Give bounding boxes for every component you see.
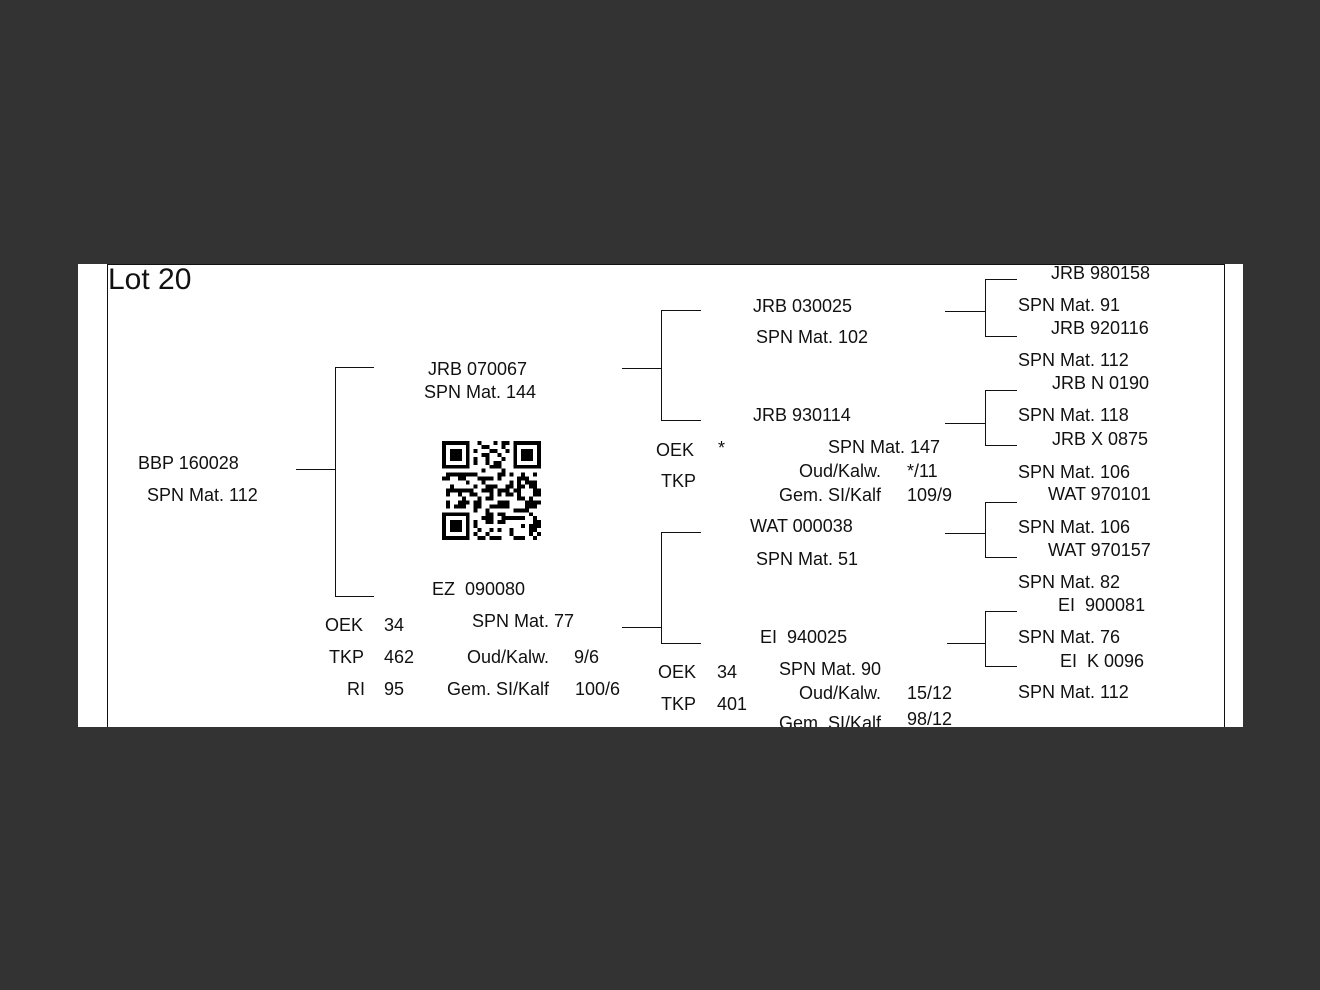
dam-oek-value: 34 xyxy=(384,615,405,635)
connector-line xyxy=(985,666,1017,667)
connector-line xyxy=(661,420,701,421)
connector-line xyxy=(985,611,1017,612)
ggp-spn: SPN Mat. 106 xyxy=(1018,517,1131,537)
connector-line xyxy=(947,643,985,644)
dam-dam-oud-label: Oud/Kalw. xyxy=(799,683,882,703)
dam-spn: SPN Mat. 77 xyxy=(472,611,575,631)
ggp-spn: SPN Mat. 82 xyxy=(1018,572,1121,592)
ggp-id: JRB N 0190 xyxy=(1052,373,1150,393)
dam-id: EZ 090080 xyxy=(432,579,526,599)
ggp-spn: SPN Mat. 106 xyxy=(1018,462,1131,482)
sire-sire-spn: SPN Mat. 102 xyxy=(756,327,869,347)
dam-gem-label: Gem. SI/Kalf xyxy=(447,679,550,699)
sire-dam-oek-label: OEK xyxy=(656,440,695,460)
connector-line xyxy=(985,279,1017,280)
connector-line xyxy=(945,311,985,312)
dam-dam-tkp-value: 401 xyxy=(717,694,748,714)
connector-line xyxy=(335,596,374,597)
sire-dam-oud-label: Oud/Kalw. xyxy=(799,461,882,481)
dam-ri-label: RI xyxy=(347,679,365,699)
ggp-spn: SPN Mat. 91 xyxy=(1018,295,1121,315)
sire-dam-oek-value: * xyxy=(718,438,726,458)
connector-line xyxy=(985,336,1017,337)
connector-line xyxy=(622,627,661,628)
connector-line xyxy=(296,469,335,470)
ggp-spn: SPN Mat. 118 xyxy=(1018,405,1129,425)
sire-dam-gem-value: 109/9 xyxy=(907,485,953,505)
dam-dam-oud-value: 15/12 xyxy=(907,683,953,703)
connector-line xyxy=(985,557,1017,558)
ggp-spn: SPN Mat. 112 xyxy=(1018,350,1129,370)
connector-line xyxy=(335,367,336,596)
sire-dam-tkp-label: TKP xyxy=(661,471,697,491)
connector-line xyxy=(661,643,701,644)
ggp-spn: SPN Mat. 76 xyxy=(1018,627,1121,647)
proband-spn: SPN Mat. 112 xyxy=(147,485,258,505)
ggp-id: WAT 970101 xyxy=(1048,484,1151,504)
dam-ri-value: 95 xyxy=(384,679,405,699)
page-left-border xyxy=(107,264,108,727)
connector-line xyxy=(661,310,662,420)
sire-sire-id: JRB 030025 xyxy=(753,296,853,316)
ggp-id: JRB X 0875 xyxy=(1052,429,1149,449)
proband-id: BBP 160028 xyxy=(138,453,239,473)
connector-line xyxy=(622,368,661,369)
lot-title: Lot 20 xyxy=(108,264,192,296)
sire-spn: SPN Mat. 144 xyxy=(424,382,537,402)
connector-line xyxy=(985,502,986,557)
ggp-id: JRB 920116 xyxy=(1051,318,1149,338)
dam-oud-value: 9/6 xyxy=(574,647,600,667)
ggp-id: WAT 970157 xyxy=(1048,540,1151,560)
connector-line xyxy=(335,367,374,368)
dam-dam-id: EI 940025 xyxy=(760,627,848,647)
dam-oud-label: Oud/Kalw. xyxy=(467,647,550,667)
dam-dam-spn: SPN Mat. 90 xyxy=(779,659,882,679)
connector-line xyxy=(661,310,701,311)
connector-line xyxy=(945,533,985,534)
dam-sire-spn: SPN Mat. 51 xyxy=(756,549,859,569)
page-top-border xyxy=(107,264,1224,265)
qr-code xyxy=(442,441,541,540)
connector-line xyxy=(985,502,1017,503)
sire-dam-gem-label: Gem. SI/Kalf xyxy=(779,485,882,505)
dam-gem-value: 100/6 xyxy=(575,679,621,699)
sire-dam-spn: SPN Mat. 147 xyxy=(828,437,941,457)
sire-dam-oud-value: */11 xyxy=(907,461,938,481)
pedigree-page: Lot 20 BBP 160028 SPN Mat. 112 JRB 07006… xyxy=(78,264,1243,727)
dam-dam-tkp-label: TKP xyxy=(661,694,697,714)
ggp-spn: SPN Mat. 112 xyxy=(1018,682,1129,702)
ggp-id: EI K 0096 xyxy=(1060,651,1145,671)
dam-dam-oek-label: OEK xyxy=(658,662,697,682)
dam-sire-id: WAT 000038 xyxy=(750,516,853,536)
ggp-id: EI 900081 xyxy=(1058,595,1146,615)
connector-line xyxy=(985,390,1017,391)
dam-tkp-label: TKP xyxy=(329,647,365,667)
dam-dam-oek-value: 34 xyxy=(717,662,738,682)
connector-line xyxy=(985,611,986,666)
dam-dam-gem-label: Gem. SI/Kalf xyxy=(779,713,882,727)
ggp-id: JRB 980158 xyxy=(1051,264,1151,283)
dam-oek-label: OEK xyxy=(325,615,364,635)
connector-line xyxy=(985,445,1017,446)
connector-line xyxy=(661,532,662,643)
connector-line xyxy=(985,279,986,336)
dam-tkp-value: 462 xyxy=(384,647,415,667)
connector-line xyxy=(661,532,701,533)
connector-line xyxy=(985,390,986,445)
sire-dam-id: JRB 930114 xyxy=(753,405,851,425)
page-right-border xyxy=(1224,264,1225,727)
dam-dam-gem-value: 98/12 xyxy=(907,709,953,727)
connector-line xyxy=(945,423,985,424)
sire-id: JRB 070067 xyxy=(428,359,528,379)
